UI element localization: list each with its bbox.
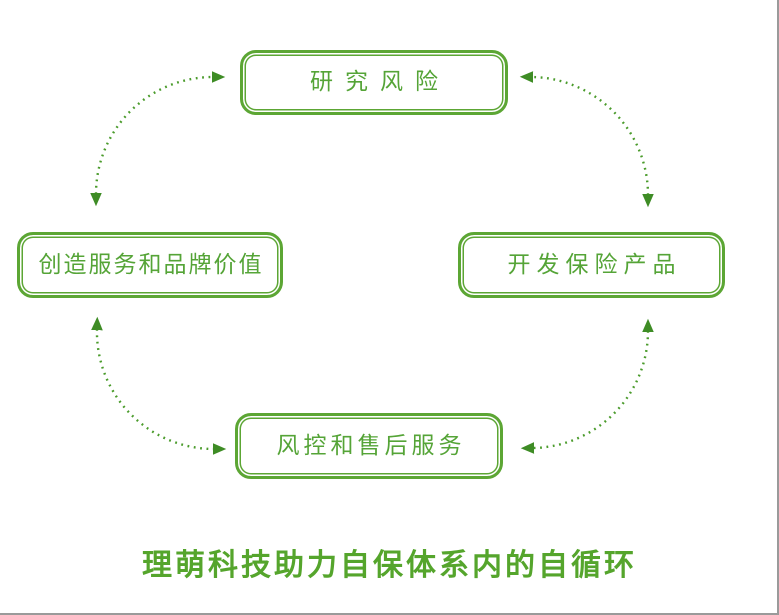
node-research-risk: 研究风险 bbox=[240, 50, 508, 115]
node-risk-control-label: 风控和售后服务 bbox=[276, 432, 466, 459]
diagram-title: 理萌科技助力自保体系内的自循环 bbox=[142, 548, 637, 583]
node-develop-insurance-product: 开发保险产品 bbox=[458, 232, 725, 298]
node-risk-control-and-after-sales-service: 风控和售后服务 bbox=[235, 413, 503, 479]
node-create-service-label: 创造服务和品牌价值 bbox=[38, 251, 264, 278]
connector-top-to-right-arrow bbox=[519, 71, 654, 208]
node-create-service-and-brand-value: 创造服务和品牌价值 bbox=[17, 232, 283, 298]
node-develop-insurance-product-label: 开发保险产品 bbox=[507, 251, 682, 278]
connector-left-to-bottom-arrow bbox=[91, 316, 227, 455]
node-research-risk-label: 研究风险 bbox=[310, 69, 450, 95]
connector-left-to-top-arrow bbox=[90, 71, 226, 207]
connector-right-to-bottom-arrow bbox=[520, 318, 654, 454]
